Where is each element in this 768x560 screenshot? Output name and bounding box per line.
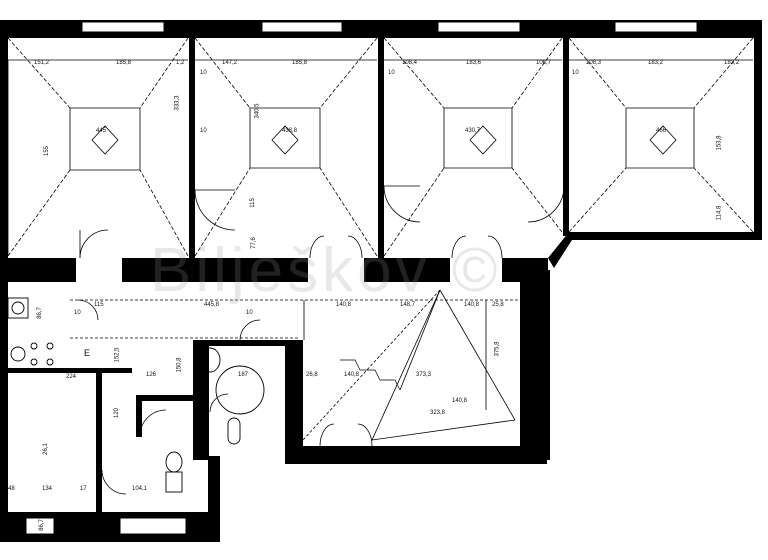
dim-hall-c: 445,8 xyxy=(204,302,220,308)
dim-hall-g: 148,7 xyxy=(400,302,416,308)
dim-bot-c: 17 xyxy=(80,486,87,492)
dim-r1-area: 445 xyxy=(96,128,107,134)
dim-r3-d: 10 xyxy=(388,70,395,76)
dim-hall-b: 10 xyxy=(74,310,81,316)
dim-low-h: 26,8 xyxy=(306,372,318,378)
right-wall xyxy=(754,20,762,240)
window-bottom-2 xyxy=(119,517,187,535)
dim-r3-area: 430,7 xyxy=(465,128,481,134)
diagonal-wall xyxy=(548,232,762,268)
dim-hall-f: 140,8 xyxy=(464,302,480,308)
dim-r4-a: 108,3 xyxy=(586,60,602,66)
dim-bot-d: 104,1 xyxy=(132,486,148,492)
kitchen-top-wall xyxy=(0,368,132,373)
ceiling-pattern-2 xyxy=(194,37,378,257)
dim-r2-c: 10 xyxy=(200,70,207,76)
dim-bot-f: 86,7 xyxy=(38,519,45,531)
room-bottom-wall-1 xyxy=(0,258,76,282)
room-bottom-wall-2 xyxy=(122,258,308,282)
dim-bot-a: 48 xyxy=(8,486,15,492)
bath-left-wall xyxy=(193,340,209,460)
kitchen-right-wall xyxy=(96,368,102,514)
ceiling-pattern-1 xyxy=(7,37,189,257)
dim-hall-h: 25,8 xyxy=(492,302,504,308)
watermark: Bilješkov © xyxy=(150,236,502,305)
dim-low-f: 150,8 xyxy=(176,357,183,373)
dim-low-j: 373,3 xyxy=(416,372,432,378)
window-3 xyxy=(437,21,521,33)
left-block xyxy=(0,282,6,382)
lower-right-wall xyxy=(208,456,220,542)
dim-r4-f: 114,8 xyxy=(716,205,723,221)
dim-r2-area: 438,8 xyxy=(282,128,298,134)
dim-low-k: 323,8 xyxy=(430,410,446,416)
dim-r4-c: 183,2 xyxy=(724,60,740,66)
dim-r1-d: 155 xyxy=(44,145,51,157)
dim-hall-i: 140,8 xyxy=(344,372,360,378)
dim-bot-e: 26,1 xyxy=(42,443,49,455)
dim-low-l: 375,8 xyxy=(494,341,501,357)
window-2 xyxy=(261,21,343,33)
hall-right-wall xyxy=(520,270,550,460)
dim-r3-a: 108,4 xyxy=(402,60,418,66)
dim-low-g: 187 xyxy=(238,372,249,378)
window-4 xyxy=(614,21,698,33)
window-bottom-1 xyxy=(25,517,55,535)
dim-low-d: 120 xyxy=(114,407,121,419)
dim-r4-area: 466 xyxy=(656,128,667,134)
small-room-wall xyxy=(136,395,194,401)
dim-r2-e: 115 xyxy=(249,198,256,208)
partition-2 xyxy=(378,36,384,261)
dim-r1-b: 185,8 xyxy=(116,60,132,66)
dim-hall-d: 10 xyxy=(246,310,253,316)
dim-low-i: 140,8 xyxy=(452,398,468,404)
dim-r4-e: 153,8 xyxy=(716,135,723,151)
hall-bottom-wall xyxy=(285,446,547,464)
dim-r1-c: 1,2 xyxy=(176,60,185,66)
window-1 xyxy=(81,21,165,33)
dim-r2-a: 147,2 xyxy=(222,60,238,66)
dim-r2-b: 185,8 xyxy=(292,60,308,66)
bath-top-wall xyxy=(193,340,303,346)
dim-r2-f: 77,6 xyxy=(250,237,257,249)
partition-3 xyxy=(563,36,569,236)
e-label: E xyxy=(84,348,91,358)
top-wall xyxy=(0,20,762,38)
ceiling-pattern-4 xyxy=(568,37,754,233)
doors xyxy=(77,185,565,495)
dim-r1-e: 333,3 xyxy=(174,95,181,111)
dim-r4-b: 183,2 xyxy=(648,60,664,66)
fixtures xyxy=(7,297,301,493)
dim-low-a: 86,7 xyxy=(36,307,43,319)
dim-hall-a: 115 xyxy=(94,302,104,308)
dim-hall-e: 140,8 xyxy=(336,302,352,308)
hall-lines xyxy=(70,289,520,441)
partition-1 xyxy=(189,36,195,261)
dim-r4-d: 10 xyxy=(572,70,579,76)
dim-r1-a: 151,2 xyxy=(34,60,50,66)
dim-low-e: 126 xyxy=(146,372,157,378)
dim-r2-d: 10 xyxy=(200,128,207,134)
dim-r2-g: 340,5 xyxy=(254,103,261,119)
room-bottom-wall-3 xyxy=(364,258,450,282)
dim-r3-c: 106,7 xyxy=(536,60,552,66)
dim-r3-b: 183,6 xyxy=(466,60,482,66)
dim-low-c: 152,5 xyxy=(114,347,121,363)
small-room-side xyxy=(136,395,142,437)
dim-low-b: 224 xyxy=(66,374,77,380)
dim-bot-b: 134 xyxy=(42,486,53,492)
ceiling-pattern-3 xyxy=(383,37,563,257)
